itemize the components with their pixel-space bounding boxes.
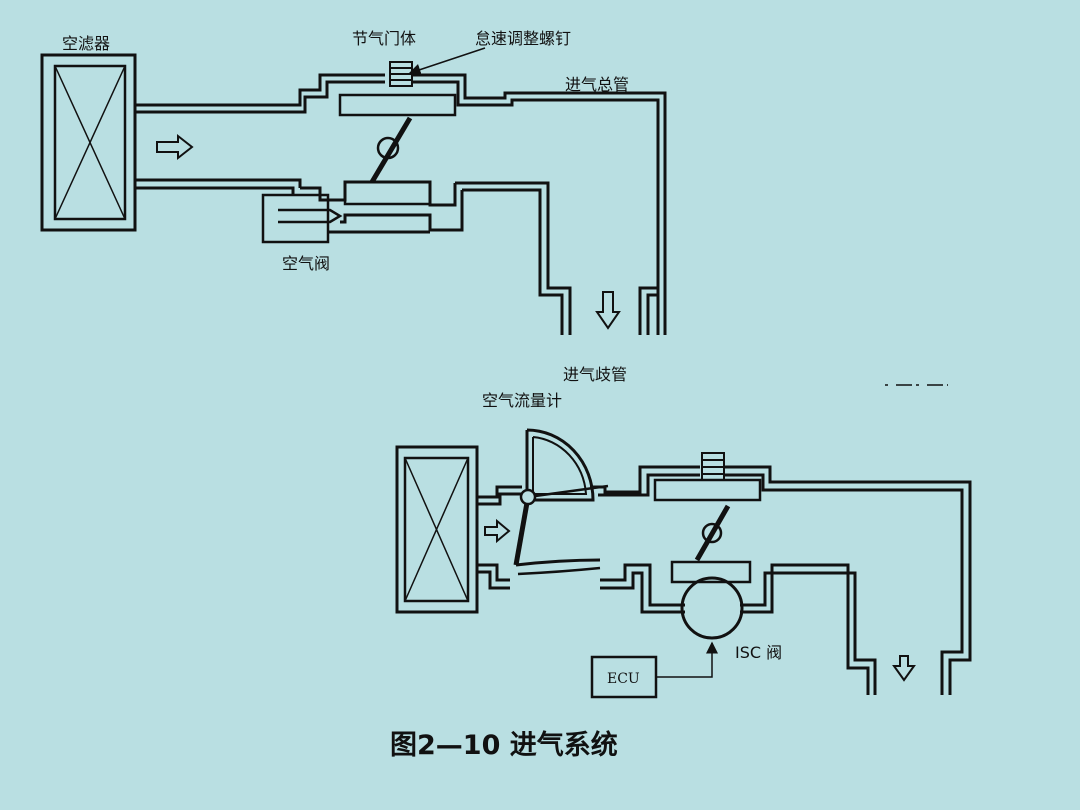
top-throttle-body [338, 93, 457, 206]
isc-valve [680, 576, 744, 640]
ecu-signal-line [656, 641, 718, 678]
bottom-idle-screw [701, 452, 725, 481]
bottom-air-filter [395, 445, 479, 614]
top-inlet-flow-arrow [156, 133, 194, 161]
label-ecu: ECU [607, 671, 640, 687]
label-air-flow-meter: 空气流量计 [482, 391, 562, 410]
label-intake-branch: 进气歧管 [563, 365, 627, 384]
top-intake-system [40, 47, 667, 335]
idle-screw-leader [408, 47, 486, 76]
label-idle-screw: 怠速调整螺钉 [475, 29, 571, 48]
air-flow-meter [513, 428, 609, 576]
top-outlet-flow-arrow [595, 291, 621, 330]
label-air-valve: 空气阀 [282, 254, 330, 273]
bottom-outlet-flow-arrow [892, 655, 916, 682]
top-idle-screw [389, 61, 413, 87]
top-pipe-walls [135, 73, 667, 335]
figure-caption: 图2—10 进气系统 [390, 729, 618, 761]
label-intake-manifold: 进气总管 [565, 75, 629, 94]
label-air-filter-top: 空滤器 [62, 34, 110, 53]
label-isc-valve: ISC 阀 [735, 643, 782, 662]
bottom-intake-system [395, 428, 972, 699]
bottom-inlet-flow-arrow [484, 518, 511, 544]
label-throttle-body: 节气门体 [352, 29, 416, 48]
bottom-pipe-walls [477, 465, 972, 695]
top-air-filter [40, 53, 137, 232]
bottom-throttle-body [653, 478, 762, 584]
top-air-valve [261, 193, 343, 244]
